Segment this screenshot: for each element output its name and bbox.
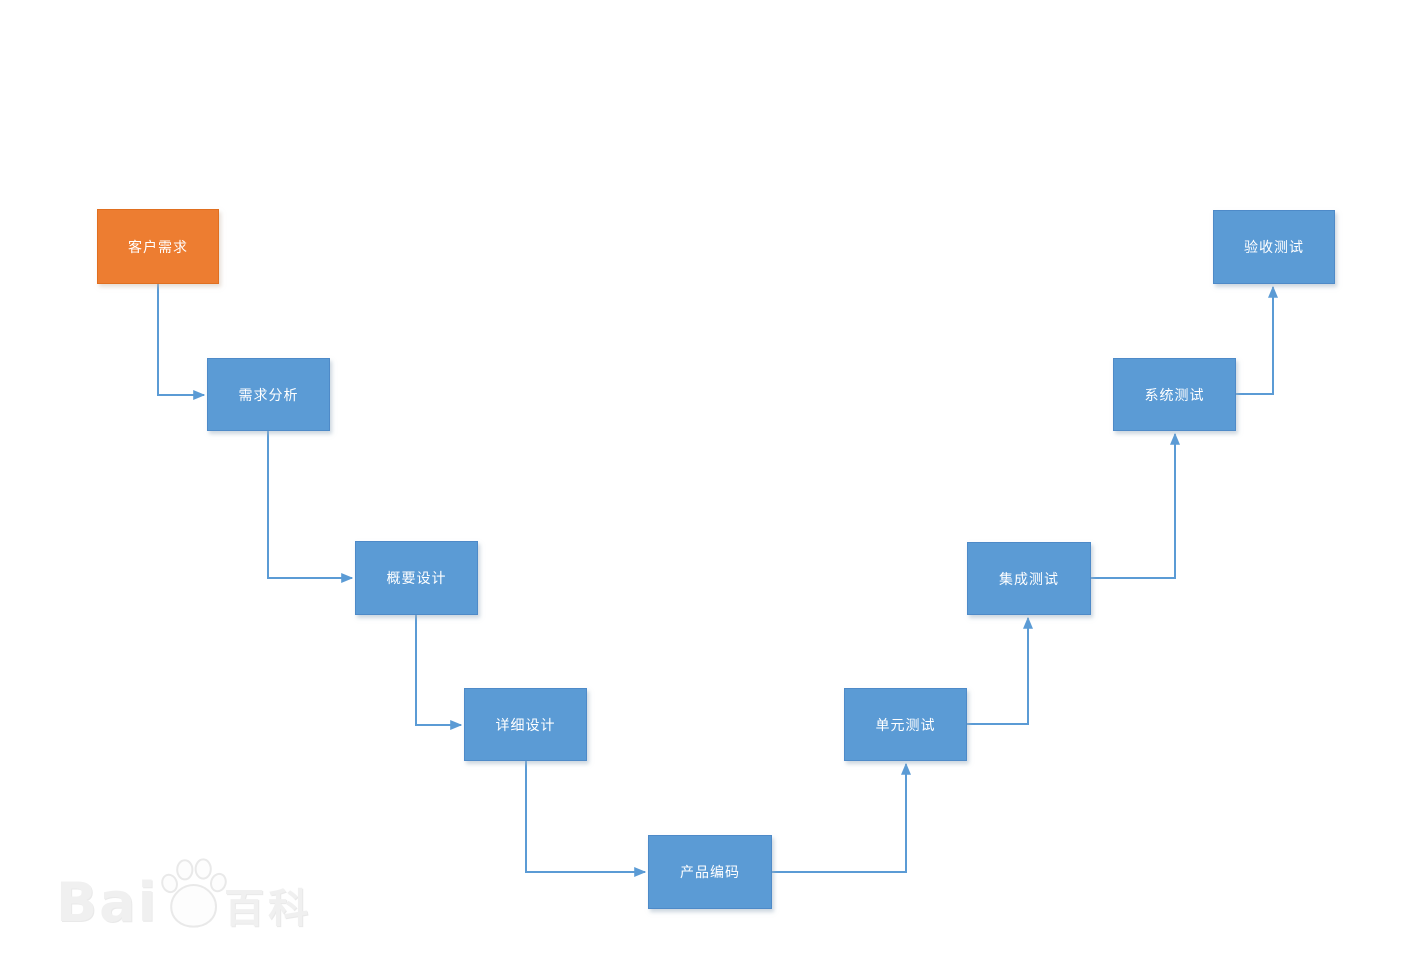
connector-requirement-analysis-to-outline-design <box>267 431 354 583</box>
connector-outline-design-to-detailed-design <box>415 615 463 730</box>
watermark-suffix-text: 百科 <box>224 886 313 932</box>
flow-node-label: 单元测试 <box>875 717 936 734</box>
watermark-prefix-text: Bai <box>56 870 159 934</box>
connector-product-coding-to-unit-testing <box>772 762 911 873</box>
flow-node-label: 客户需求 <box>128 239 188 256</box>
flow-node-label: 验收测试 <box>1244 240 1304 256</box>
flow-node-outline-design: 概要设计 <box>355 541 478 615</box>
flow-node-label: 产品编码 <box>680 865 740 881</box>
flow-node-product-coding: 产品编码 <box>648 835 772 909</box>
flow-node-customer-needs: 客户需求 <box>97 209 219 284</box>
flow-node-integration-testing: 集成测试 <box>967 542 1091 615</box>
connector-customer-needs-to-requirement-analysis <box>157 284 206 400</box>
flow-node-label: 系统测试 <box>1144 387 1205 404</box>
connector-unit-testing-to-integration-testing <box>967 616 1033 725</box>
flow-node-label: 详细设计 <box>495 717 556 734</box>
flow-node-system-testing: 系统测试 <box>1113 358 1236 431</box>
flow-node-unit-testing: 单元测试 <box>844 688 967 761</box>
flow-node-label: 需求分析 <box>238 387 299 404</box>
flow-node-acceptance-testing: 验收测试 <box>1213 210 1335 284</box>
flow-node-label: 集成测试 <box>999 571 1059 588</box>
flow-node-label: 概要设计 <box>386 571 447 587</box>
flow-node-requirement-analysis: 需求分析 <box>207 358 330 431</box>
connector-integration-testing-to-system-testing <box>1091 432 1180 579</box>
baidu-paw-icon <box>161 858 227 928</box>
baidu-baike-watermark: Bai 百科 <box>56 856 313 934</box>
connector-system-testing-to-acceptance-testing <box>1236 285 1278 395</box>
flow-node-detailed-design: 详细设计 <box>464 688 587 761</box>
connector-detailed-design-to-product-coding <box>525 761 647 877</box>
